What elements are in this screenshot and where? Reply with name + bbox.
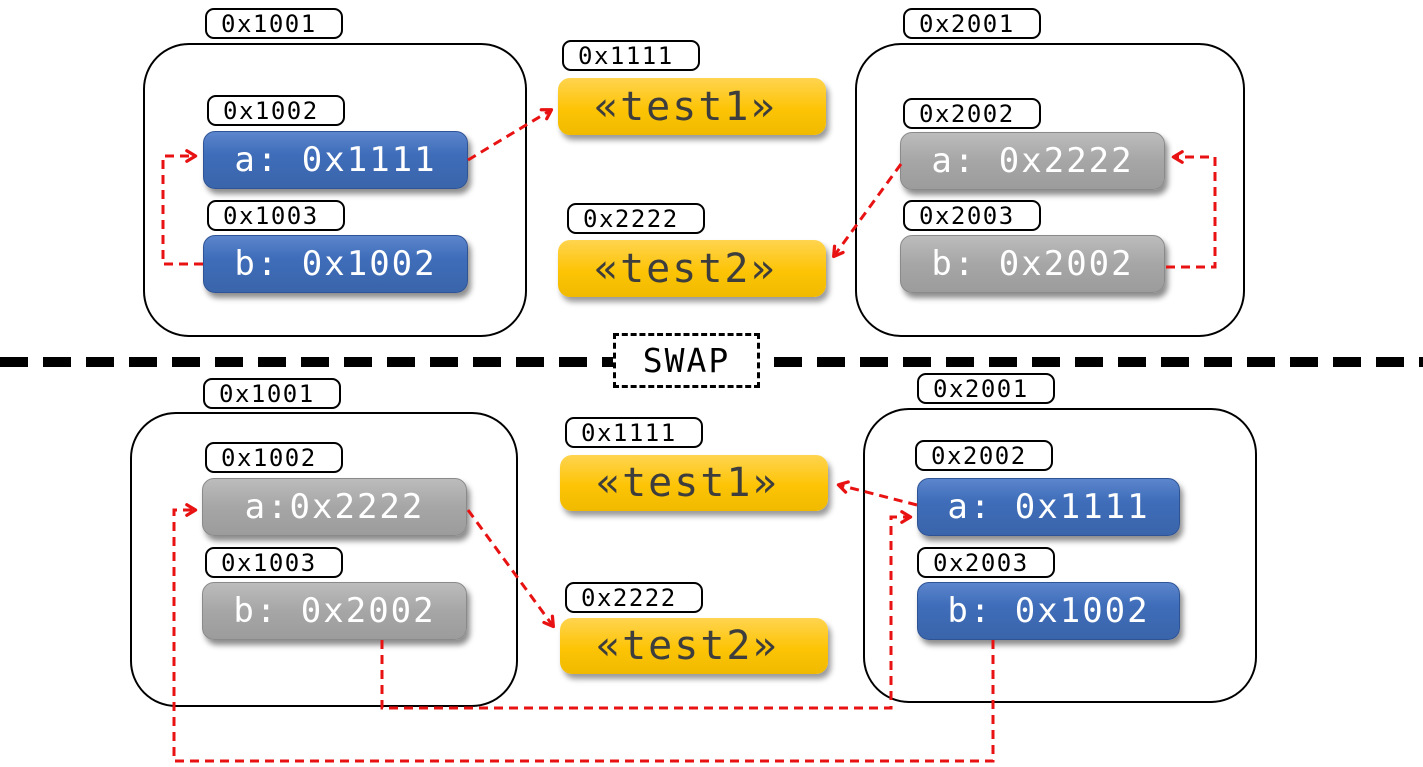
address-tag: 0x1111 [562, 40, 700, 71]
address-tag: 0x2001 [917, 373, 1055, 404]
address-tag: 0x1002 [207, 95, 345, 126]
address-tag: 0x1001 [205, 8, 343, 39]
var-slot-b: b: 0x1002 [203, 235, 468, 293]
swap-label: SWAP [642, 341, 731, 380]
address-tag: 0x1002 [205, 442, 343, 473]
swap-label-box: SWAP [613, 333, 760, 388]
address-tag: 0x2002 [915, 440, 1053, 471]
string-box-test1: «test1» [558, 78, 826, 135]
address-tag: 0x1003 [205, 547, 343, 578]
var-slot-a: a:0x2222 [202, 478, 467, 536]
var-slot-b: b: 0x2002 [202, 582, 467, 640]
var-slot-b: b: 0x2002 [900, 235, 1165, 293]
var-slot-b: b: 0x1002 [917, 582, 1180, 640]
address-tag: 0x2003 [903, 200, 1041, 231]
address-tag: 0x2001 [903, 8, 1041, 39]
var-slot-a: a: 0x1111 [917, 478, 1180, 536]
string-box-test1: «test1» [560, 455, 828, 511]
address-tag: 0x2002 [903, 98, 1041, 129]
string-box-test2: «test2» [560, 618, 828, 674]
address-tag: 0x1003 [207, 200, 345, 231]
string-box-test2: «test2» [558, 240, 826, 297]
var-slot-a: a: 0x2222 [900, 132, 1165, 190]
address-tag: 0x2222 [567, 203, 705, 234]
var-slot-a: a: 0x1111 [203, 131, 468, 189]
address-tag: 0x2222 [565, 582, 703, 613]
address-tag: 0x2003 [917, 547, 1055, 578]
address-tag: 0x1111 [565, 417, 703, 448]
address-tag: 0x1001 [203, 378, 341, 409]
